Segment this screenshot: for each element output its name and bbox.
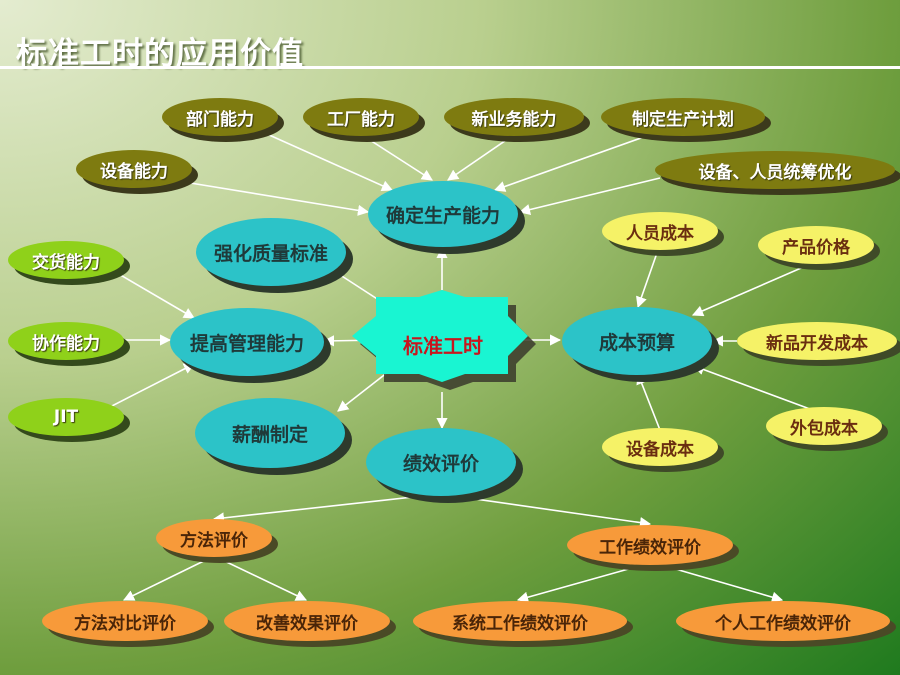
arrow-price-to-cost <box>691 261 816 317</box>
node-salary-label: 薪酬制定 <box>231 423 308 446</box>
node-equip-cost-label: 设备成本 <box>626 439 694 460</box>
node-production-capacity-label: 确定生产能力 <box>385 204 500 227</box>
node-personal-perf-eval-label: 个人工作绩效评价 <box>715 613 851 634</box>
node-new-product-cost: 新品开发成本 <box>737 322 897 360</box>
arrow-dept-to-capacity <box>257 129 394 191</box>
node-product-price: 产品价格 <box>758 226 874 264</box>
node-quality-standard-label: 强化质量标准 <box>213 242 328 265</box>
arrow-jit-to-management <box>107 363 195 409</box>
node-outsource-cost: 外包成本 <box>766 407 882 445</box>
node-new-product-cost-label: 新品开发成本 <box>766 333 868 354</box>
arrow-method-to-compare <box>122 555 215 601</box>
node-delivery: 交货能力 <box>8 241 124 279</box>
node-performance: 绩效评价 <box>366 428 516 496</box>
node-salary: 薪酬制定 <box>195 398 345 468</box>
node-equip-capacity: 设备能力 <box>76 150 192 188</box>
node-production-plan-label: 制定生产计划 <box>632 109 734 130</box>
node-staff-cost-label: 人员成本 <box>626 223 694 244</box>
node-factory-capacity: 工厂能力 <box>303 98 419 136</box>
node-collaboration-label: 协作能力 <box>32 333 100 354</box>
node-cost-budget-label: 成本预算 <box>598 331 675 354</box>
arrow-work-to-personal <box>671 567 784 603</box>
arrow-method-to-improve <box>213 555 308 601</box>
node-staff-cost: 人员成本 <box>602 212 718 250</box>
arrow-center-to-salary <box>337 371 389 412</box>
node-jit-label: JIT <box>53 407 79 427</box>
node-coord-optimize: 设备、人员统筹优化 <box>655 151 895 189</box>
node-equip-capacity-label: 设备能力 <box>100 161 168 182</box>
arrow-coord-to-capacity <box>518 177 661 216</box>
node-delivery-label: 交货能力 <box>32 252 100 273</box>
node-dept-capacity-label: 部门能力 <box>186 109 254 130</box>
node-method-compare-label: 方法对比评价 <box>74 613 176 634</box>
node-newbiz-capacity-label: 新业务能力 <box>471 109 557 130</box>
center-node-label: 标准工时 <box>403 333 483 358</box>
arrow-delivery-to-management <box>111 269 195 319</box>
node-cost-budget: 成本预算 <box>562 307 712 375</box>
arrow-factory-to-capacity <box>361 134 433 181</box>
node-improve-eval-label: 改善效果评价 <box>256 613 358 634</box>
node-performance-label: 绩效评价 <box>402 452 479 475</box>
node-system-perf-eval-label: 系统工作绩效评价 <box>452 613 588 634</box>
node-dept-capacity: 部门能力 <box>162 98 278 136</box>
arrow-performance-to-work <box>439 493 652 529</box>
node-method-compare: 方法对比评价 <box>42 601 208 641</box>
title-divider <box>0 66 900 69</box>
node-equip-cost: 设备成本 <box>602 428 718 466</box>
node-work-perf-eval: 工作绩效评价 <box>567 525 733 565</box>
node-coord-optimize-label: 设备、人员统筹优化 <box>698 162 852 183</box>
node-method-eval: 方法评价 <box>156 519 272 557</box>
node-collaboration: 协作能力 <box>8 322 124 360</box>
arrow-newbiz-to-capacity <box>447 133 516 181</box>
node-personal-perf-eval: 个人工作绩效评价 <box>676 601 890 641</box>
node-product-price-label: 产品价格 <box>782 237 850 258</box>
node-production-plan: 制定生产计划 <box>601 98 765 136</box>
node-production-capacity: 确定生产能力 <box>368 181 518 247</box>
arrow-performance-to-method <box>212 493 441 524</box>
arrow-staff-to-cost <box>636 249 659 309</box>
arrow-work-to-system <box>516 567 633 603</box>
arrow-equipcost-to-cost <box>636 372 661 431</box>
node-work-perf-eval-label: 工作绩效评价 <box>599 537 701 558</box>
arrow-plan-to-capacity <box>493 132 656 192</box>
node-system-perf-eval: 系统工作绩效评价 <box>413 601 627 641</box>
node-method-eval-label: 方法评价 <box>180 530 248 551</box>
arrow-center-to-management <box>322 335 383 347</box>
arrow-outsource-to-cost <box>692 364 819 413</box>
arrow-equip-to-capacity <box>171 179 370 216</box>
node-management-ability: 提高管理能力 <box>170 308 324 376</box>
node-jit: JIT <box>8 398 124 436</box>
node-factory-capacity-label: 工厂能力 <box>327 109 395 130</box>
node-outsource-cost-label: 外包成本 <box>790 418 858 439</box>
node-improve-eval: 改善效果评价 <box>224 601 390 641</box>
node-management-ability-label: 提高管理能力 <box>189 332 304 355</box>
node-quality-standard: 强化质量标准 <box>196 218 346 286</box>
node-newbiz-capacity: 新业务能力 <box>444 98 584 136</box>
arrow-center-to-quality <box>330 268 389 307</box>
